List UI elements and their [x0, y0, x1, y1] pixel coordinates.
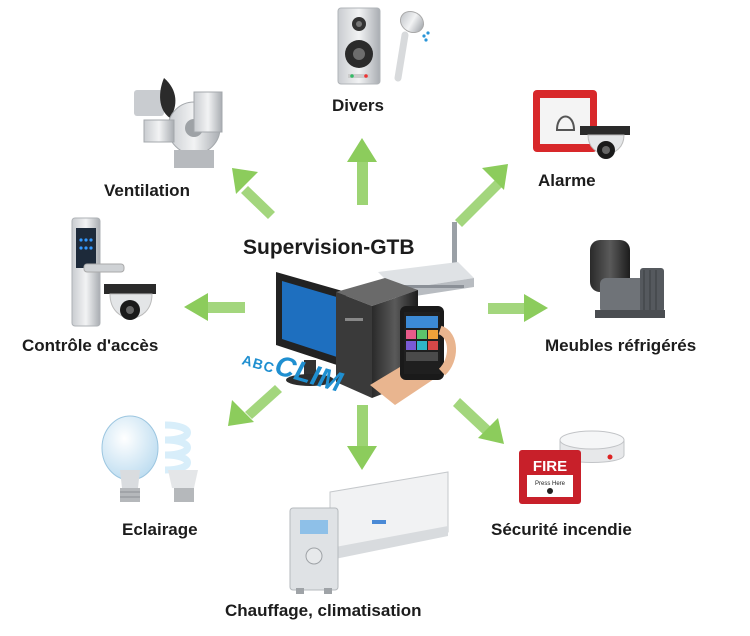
arrow-up-icon: [347, 138, 377, 205]
label-meubles-refrigeres: Meubles réfrigérés: [545, 336, 697, 355]
arrow-down-left-icon: [228, 385, 282, 426]
arrow-up-right-icon: [455, 164, 508, 227]
light-bulbs-icon: [101, 415, 198, 502]
label-divers: Divers: [332, 96, 384, 115]
fan-duct-icon: [134, 78, 223, 168]
label-securite-incendie: Sécurité incendie: [491, 520, 632, 539]
arrow-down-icon: [347, 405, 377, 470]
brand-prefix: ABC: [240, 351, 277, 377]
arrow-right-icon: [488, 294, 548, 322]
center-devices: [276, 222, 474, 405]
arrow-down-right-icon: [453, 398, 504, 444]
door-lock-camera-icon: [71, 217, 156, 327]
label-chauffage-climatisation: Chauffage, climatisation: [225, 601, 422, 620]
speaker-shower-icon: [337, 7, 430, 85]
compressor-icon: [590, 240, 665, 318]
label-alarme: Alarme: [538, 171, 596, 190]
arrow-left-icon: [184, 293, 245, 321]
fire-alarm-icon: FIRE Press Here: [519, 430, 625, 504]
label-eclairage: Eclairage: [122, 520, 198, 539]
alarm-camera-icon: [533, 90, 630, 159]
monitor-icon: [276, 272, 346, 386]
label-ventilation: Ventilation: [104, 181, 190, 200]
fire-sign-text: FIRE: [533, 458, 567, 475]
arrows: [184, 138, 548, 470]
ac-unit-icon: [289, 471, 449, 594]
label-controle-acces: Contrôle d'accès: [22, 336, 159, 355]
center-title: Supervision-GTB: [243, 236, 415, 259]
arrow-up-left-icon: [232, 168, 275, 219]
fire-sign-subtext: Press Here: [535, 481, 566, 487]
smartphone-icon: [370, 306, 456, 405]
